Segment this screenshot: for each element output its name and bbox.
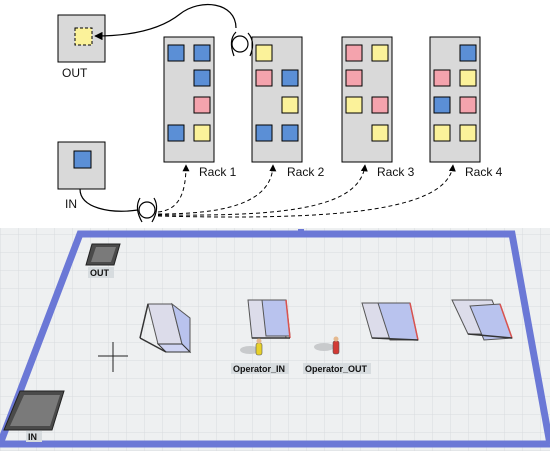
rack-group: Rack 1 Rack 2 Rack 3 Rack 4 [163, 36, 503, 179]
rack-2-slot-pink [255, 69, 273, 87]
operator-in-label: Operator_IN [233, 364, 285, 374]
simulation-panel: OUT IN [0, 228, 550, 451]
rack-1-slot-blue [167, 44, 185, 62]
out-label: OUT [62, 66, 88, 80]
rack-3-slot-yellow [345, 96, 363, 114]
out-slot-dashed [74, 27, 93, 46]
rack-1-label: Rack 1 [199, 165, 237, 179]
rack-1-slot-pink [193, 96, 211, 114]
rack-3-slot-yellow [371, 124, 389, 142]
rack-3-slot-pink [345, 69, 363, 87]
rack-4-slot-pink [459, 96, 477, 114]
rack-4-slot-yellow [433, 124, 451, 142]
flow-arrow-to-out [94, 3, 237, 41]
rack-3-slot-pink [371, 96, 389, 114]
rack-1-slot-blue [193, 69, 211, 87]
rack-2-slot-yellow [281, 96, 299, 114]
rack-4-slot-yellow [459, 69, 477, 87]
rack-3-slot-yellow [371, 44, 389, 62]
rack-1-slot-yellow [193, 124, 211, 142]
rack-1-slot-blue [193, 44, 211, 62]
sim-out-label: OUT [90, 268, 110, 278]
in-tag-bg [26, 431, 42, 442]
rack-2-slot-blue [281, 124, 299, 142]
rack-4-slot-yellow [459, 124, 477, 142]
dashed-arrow-rack-1 [157, 164, 190, 213]
rack-2-slot-blue [281, 69, 299, 87]
operator-out-tag-bg [303, 363, 371, 374]
operator-out-figure [314, 336, 340, 355]
operator-out-symbol-icon [230, 31, 254, 57]
operator-in-symbol-icon [136, 197, 158, 223]
flow-line-from-in [79, 188, 139, 212]
origin-crosshair-icon [98, 342, 128, 372]
in-label: IN [65, 197, 77, 211]
rack-1-slot-blue [167, 124, 185, 142]
rack-4-slot-blue [433, 96, 451, 114]
rack-3-label: Rack 3 [377, 165, 415, 179]
rack-4-slot-blue [459, 44, 477, 62]
sim-rack-1 [139, 302, 192, 354]
model-boundary [0, 230, 550, 448]
schematic-panel: OUT IN Rack 1 Rack 2 Rack 3 Rack 4 [57, 3, 503, 223]
out-tag-bg [88, 267, 114, 278]
dashed-arrow-rack-3 [157, 164, 368, 216]
operator-in-figure [240, 338, 263, 356]
rack-4-slot-pink [433, 69, 451, 87]
boundary-marker [298, 229, 304, 233]
rack-3-slot-pink [345, 44, 363, 62]
rack-2-slot-yellow [255, 44, 273, 62]
dashed-arrow-rack-4 [157, 164, 456, 218]
in-slot [73, 150, 92, 169]
rack-2-label: Rack 2 [287, 165, 325, 179]
in-queue [3, 390, 65, 431]
floor-grid [0, 228, 550, 451]
sim-rack-3 [361, 302, 419, 341]
sim-in-label: IN [28, 432, 37, 442]
sim-rack-4 [451, 299, 513, 341]
sim-rack-2 [247, 299, 291, 339]
rack-2-slot-blue [255, 124, 273, 142]
rack-4-label: Rack 4 [465, 165, 503, 179]
out-queue [85, 243, 121, 266]
operator-in-tag-bg [231, 363, 289, 374]
operator-out-label: Operator_OUT [305, 364, 368, 374]
